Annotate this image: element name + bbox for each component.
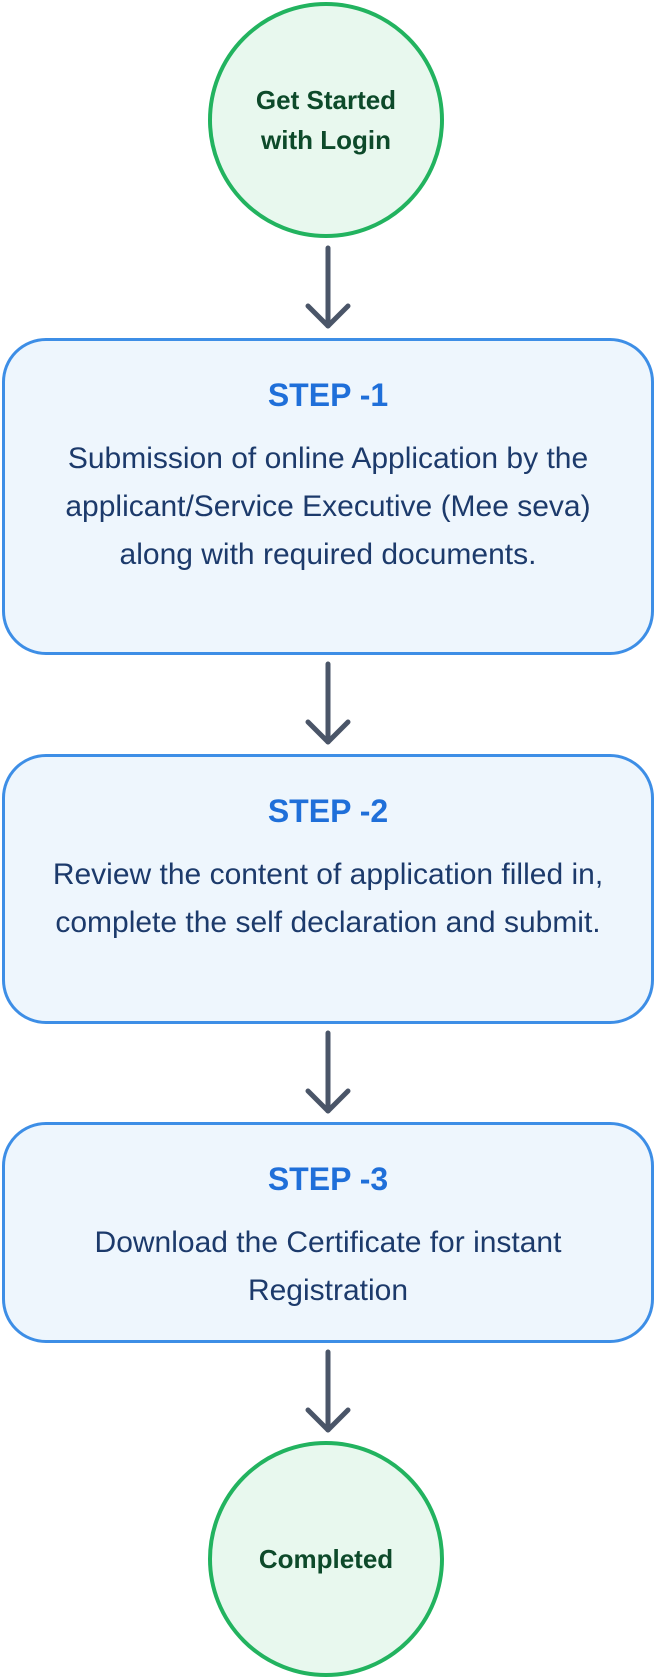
step-2-box: STEP -2 Review the content of applicatio… <box>2 754 654 1024</box>
step-1-text: Submission of online Application by the … <box>65 442 591 571</box>
step-2-title: STEP -2 <box>267 793 389 829</box>
arrow-down-icon <box>305 1030 351 1114</box>
step-3-box: STEP -3 Download the Certificate for ins… <box>2 1122 654 1343</box>
step-1-title: STEP -1 <box>267 377 389 413</box>
arrow-down-icon <box>305 661 351 745</box>
end-node: Completed <box>208 1441 444 1677</box>
step-3-title: STEP -3 <box>267 1161 389 1197</box>
step-2-text: Review the content of application filled… <box>52 858 604 939</box>
step-1-box: STEP -1 Submission of online Application… <box>2 338 654 655</box>
arrow-down-icon <box>305 245 351 329</box>
start-label: Get Started with Login <box>255 85 397 155</box>
step-3-text: Download the Certificate for instant Reg… <box>94 1226 562 1307</box>
end-label: Completed <box>258 1544 394 1574</box>
arrow-down-icon <box>305 1349 351 1433</box>
start-node: Get Started with Login <box>208 2 444 238</box>
